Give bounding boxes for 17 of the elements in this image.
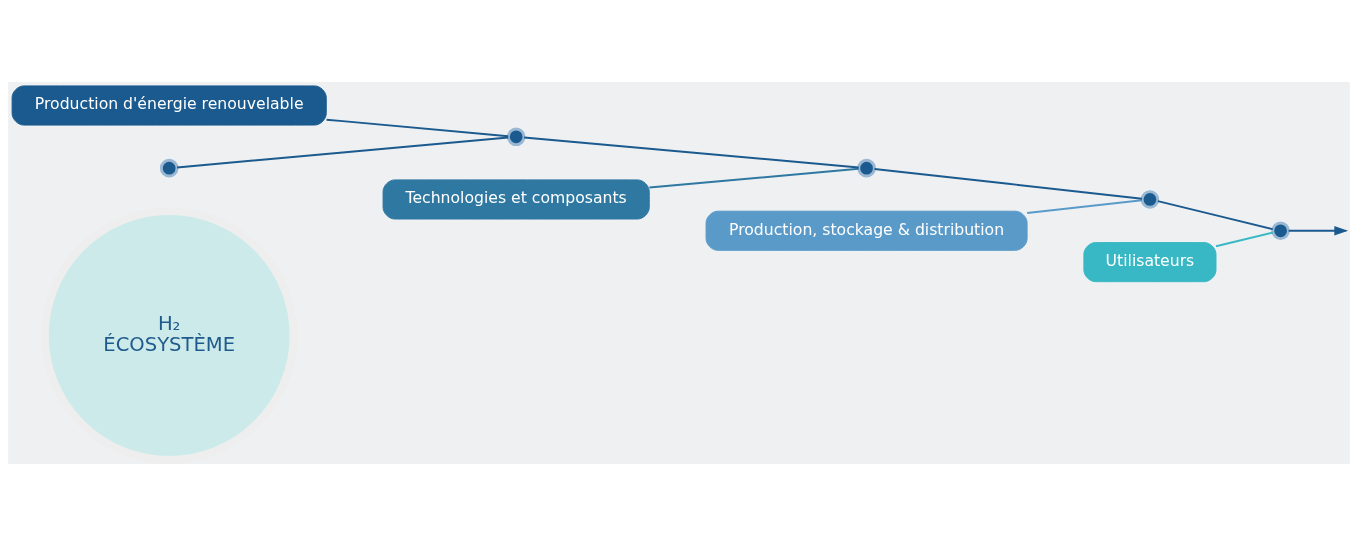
connector [325, 118, 510, 137]
node-circle [506, 127, 526, 146]
node-circle [159, 158, 179, 177]
connector [873, 167, 1143, 200]
connector [1026, 198, 1143, 214]
node-box: Utilisateurs [1083, 241, 1217, 282]
node-box: Production d'énergie renouvelable [11, 84, 327, 126]
connector [648, 167, 860, 189]
connector [176, 135, 510, 168]
connector [1215, 230, 1274, 247]
node-circle [1271, 220, 1290, 240]
node-box: Technologies et composants [382, 178, 650, 219]
connector [523, 135, 860, 168]
node-box: Production, stockage & distribution [705, 210, 1028, 251]
node-circle [857, 158, 876, 177]
node-circle [1140, 189, 1160, 209]
connector [1156, 199, 1274, 230]
